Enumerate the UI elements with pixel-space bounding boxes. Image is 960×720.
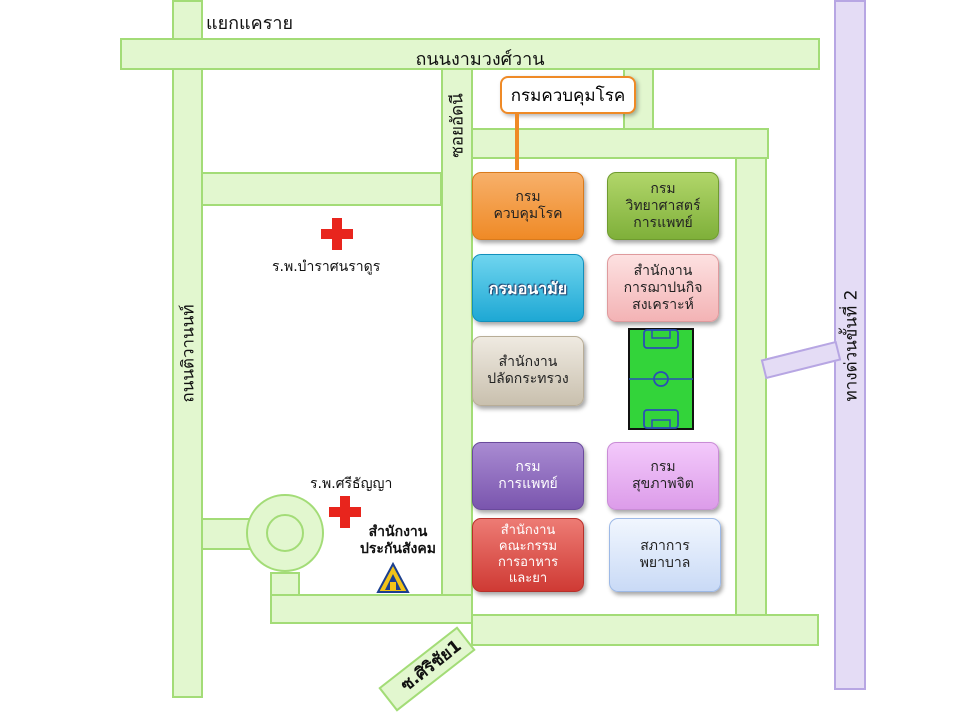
building-anamai[interactable]: กรมอนามัย [472,254,584,322]
roundabout [246,494,324,572]
callout-pointer [515,113,519,170]
road-ngamwongwan [120,38,820,70]
road-roundabout-left [201,518,251,550]
road-bottom-main [471,614,819,646]
label-top-left-junction: แยกแคราย [206,13,294,34]
label-bamrasnaradura: ร.พ.บำราศนราดูร [272,259,381,275]
road-tiwanon [172,0,203,698]
label-soi-ard-u: ซอยอัดนี [447,93,468,158]
label-ngamwongwan: ถนนงามวงศ์วาน [415,49,545,70]
social-security-logo-icon [376,561,410,594]
road-inner-top [471,128,769,159]
road-left-branch [201,172,442,206]
road-inner-right [735,157,767,617]
building-ops[interactable]: สำนักงาน ปลัดกระทรวง [472,336,584,406]
label-tiwanon: ถนนติวานนท์ [178,304,199,403]
label-sso: สำนักงาน ประกันสังคม [360,524,436,557]
building-dms[interactable]: กรม การแพทย์ [472,442,584,510]
callout-ddc: กรมควบคุมโรค [500,76,636,114]
hospital-cross-icon [329,496,361,528]
building-fda[interactable]: สำนักงาน คณะกรรม การอาหาร และยา [472,518,584,592]
building-dmsc[interactable]: กรม วิทยาศาสตร์ การแพทย์ [607,172,719,240]
football-field-icon [628,328,694,430]
road-expressway-ramp [760,340,842,380]
hospital-cross-icon [321,218,353,250]
label-soi-sirichai: ซ.ศิริชัย1 [397,636,466,696]
building-ddc[interactable]: กรม ควบคุมโรค [472,172,584,240]
building-hss[interactable]: สำนักงาน การฌาปนกิจ สงเคราะห์ [607,254,719,322]
building-nursing[interactable]: สภาการ พยาบาล [609,518,721,592]
label-srithanya: ร.พ.ศรีธัญญา [310,476,393,492]
road-bottom-left [270,594,473,624]
label-tollway: ทางด่วนขั้นที่ 2 [841,289,862,402]
roundabout-center [266,514,304,552]
building-dmh[interactable]: กรม สุขภาพจิต [607,442,719,510]
